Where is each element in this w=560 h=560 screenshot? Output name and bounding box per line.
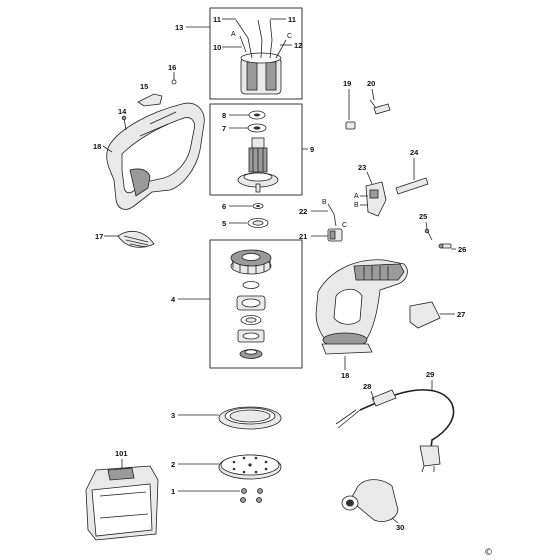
wire-letter-c-top: C (287, 33, 292, 40)
wire-letter-a-right: A (354, 193, 359, 200)
armature-group-box (209, 103, 303, 196)
callout-1: 1 (171, 487, 175, 496)
callout-23: 23 (358, 163, 366, 172)
callout-18-left: 18 (93, 142, 101, 151)
callout-19: 19 (343, 79, 351, 88)
callout-27: 27 (457, 310, 465, 319)
callout-8: 8 (222, 111, 226, 120)
pin-16-drawing (171, 79, 177, 85)
wire-letter-c-left: C (342, 222, 347, 229)
callout-26: 26 (458, 245, 466, 254)
callout-11-left: 11 (213, 15, 221, 24)
pad-ring-3-drawing (218, 406, 282, 430)
screws-1-drawing (240, 488, 263, 503)
callout-15: 15 (140, 82, 148, 91)
callout-24: 24 (410, 148, 419, 157)
wires-22-drawing (327, 203, 337, 227)
callout-16: 16 (168, 63, 176, 72)
copyright-mark: © (484, 548, 493, 558)
callout-6: 6 (222, 202, 226, 211)
wire-letter-a-top: A (231, 31, 236, 38)
callout-12: 12 (294, 41, 302, 50)
callout-21: 21 (299, 232, 307, 241)
callout-22: 22 (299, 207, 307, 216)
brush-holder-19-drawing (345, 121, 356, 130)
dust-bag-30-drawing (341, 479, 399, 522)
wire-letter-b-right: B (354, 202, 359, 209)
callout-4: 4 (171, 295, 176, 304)
callout-29: 29 (426, 370, 434, 379)
screw-26-drawing (438, 243, 452, 249)
callout-25: 25 (419, 212, 427, 221)
callout-10: 10 (213, 43, 221, 52)
cord-clamp-24-drawing (395, 177, 429, 195)
label-15-drawing (137, 93, 163, 107)
callout-18-right: 18 (341, 371, 349, 380)
callout-17: 17 (95, 232, 103, 241)
capacitor-21-drawing (327, 228, 343, 242)
washer-6-drawing (252, 203, 264, 209)
callout-14: 14 (118, 107, 127, 116)
screw-14-drawing (121, 115, 127, 131)
wire-letter-b-left: B (322, 199, 327, 206)
power-cord-drawing (335, 389, 455, 473)
sanding-pad-2-drawing (218, 454, 282, 480)
carry-case-101-drawing (85, 465, 159, 541)
callout-2: 2 (171, 460, 175, 469)
callout-13: 13 (175, 23, 183, 32)
callout-20: 20 (367, 79, 375, 88)
bearing-5-drawing (247, 218, 269, 228)
switch-23-drawing (365, 181, 387, 217)
callout-11-right: 11 (288, 15, 296, 24)
callout-7: 7 (222, 124, 226, 133)
callout-28: 28 (363, 382, 371, 391)
screw-25-drawing (424, 228, 433, 241)
callout-30: 30 (396, 523, 404, 532)
assembled-sander-18-drawing (315, 259, 408, 355)
fan-stack-drawing (230, 249, 272, 359)
fan-group-box (209, 239, 303, 369)
callout-5: 5 (222, 219, 226, 228)
carbon-brush-20-drawing (369, 99, 391, 115)
callout-9: 9 (310, 145, 314, 154)
grip-17-drawing (117, 230, 155, 248)
field-coil-drawing (235, 19, 287, 95)
armature-drawing (237, 110, 279, 193)
field-coil-group-box (209, 7, 303, 100)
housing-half-18-drawing (106, 102, 205, 210)
callout-101: 101 (115, 449, 128, 458)
callout-3: 3 (171, 411, 175, 420)
cover-27-drawing (409, 301, 441, 329)
